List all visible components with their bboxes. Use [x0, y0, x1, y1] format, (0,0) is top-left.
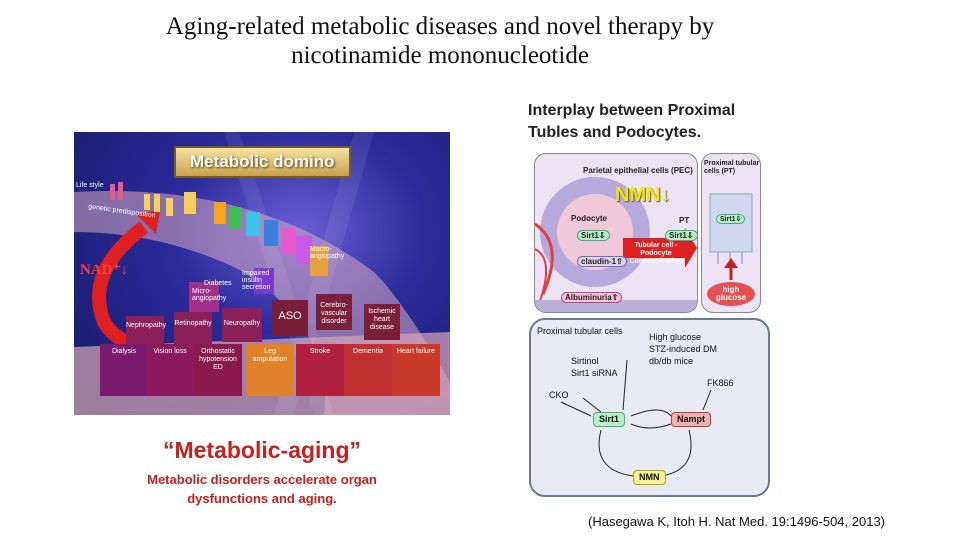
- pt-label: PT: [679, 216, 690, 225]
- condition-dbdb: db/db mice: [649, 356, 694, 366]
- interplay-line-2: Tubles and Podocytes.: [528, 124, 702, 141]
- dementia-domino: Dementia: [344, 344, 392, 396]
- pt-sirt1-pill: Sirt1⇩: [716, 214, 746, 224]
- heart-failure-domino: Heart failure: [392, 344, 440, 396]
- cko-label: CKO: [549, 390, 569, 400]
- nad-decrease-label: NAD⁺↓: [80, 262, 128, 278]
- metabolic-domino-figure: Metabolic domino Life style genetic pred…: [74, 132, 450, 415]
- interplay-heading: Interplay between Proximal Tubles and Po…: [528, 100, 735, 144]
- pt-panel: Proximal tubular cells (PT) Sirt1⇩ high …: [701, 153, 761, 313]
- stroke-domino: Stroke: [296, 344, 344, 396]
- metabolic-aging-caption: “Metabolic-aging”: [162, 437, 362, 463]
- interplay-line-1: Interplay between Proximal: [528, 102, 736, 119]
- sirt1-pt-pill: Sirt1⇩: [665, 230, 697, 241]
- retinopathy-domino: Retinopathy: [174, 320, 212, 327]
- condition-high-glucose: High glucose: [649, 332, 702, 342]
- pec-label: Parietal epithelial cells (PEC): [583, 166, 693, 175]
- subcaption-line-1: Metabolic disorders accelerate organ: [147, 472, 377, 487]
- cerebrovascular-domino: Cerebro-vascular disorder: [320, 302, 348, 325]
- albuminuria-pill: Albuminuria⇧: [561, 292, 623, 303]
- claudin-pill: claudin-1⇧: [577, 256, 627, 267]
- ischemic-heart-domino: Ischemic heart disease: [368, 308, 396, 331]
- diabetes-label: Diabetes: [204, 280, 232, 287]
- lifestyle-label: Life style: [76, 182, 104, 189]
- leg-amputation-domino: Leg amputation: [246, 344, 294, 396]
- nampt-node: Nampt: [671, 412, 712, 427]
- sirt1-podocyte-pill: Sirt1⇩: [577, 230, 610, 241]
- microangiopathy-label: Micro-angiopathy: [192, 288, 227, 302]
- metabolic-aging-subcaption: Metabolic disorders accelerate organ dys…: [74, 470, 450, 508]
- pathway-panel: Proximal tubular cells High glucose STZ-…: [529, 318, 770, 497]
- fk866-label: FK866: [707, 378, 734, 388]
- citation: (Hasegawa K, Itoh H. Nat Med. 19:1496-50…: [588, 514, 886, 529]
- insulin-secretion-label: Impaired insulin secretion: [242, 270, 271, 291]
- title-line-2: nicotinamide mononucleotide: [291, 42, 589, 69]
- pt-cells-label: Proximal tubular cells (PT): [704, 160, 760, 175]
- pathway-cells-label: Proximal tubular cells: [537, 326, 623, 336]
- sirtinol-label: Sirtinol: [571, 356, 599, 366]
- neuropathy-domino: Neuropathy: [223, 320, 261, 327]
- nmn-node: NMN: [633, 470, 666, 485]
- title-line-1: Aging-related metabolic diseases and nov…: [165, 13, 715, 40]
- high-glucose-label: high glucose: [715, 285, 747, 302]
- dialysis-domino: Dialysis: [100, 344, 148, 396]
- sirt1-node: Sirt1: [593, 412, 626, 427]
- pec-panel: Parietal epithelial cells (PEC) NMN↓ Pod…: [534, 153, 698, 313]
- podocyte-label: Podocyte: [571, 214, 608, 223]
- aso-domino: ASO: [278, 310, 302, 322]
- condition-stz: STZ-induced DM: [649, 344, 718, 354]
- orthostatic-domino: Orthostatic hypotension ED: [194, 344, 242, 396]
- macroangiopathy-label: Macro-angiopathy: [310, 246, 345, 260]
- domino-title: Metabolic domino: [174, 146, 351, 178]
- subcaption-line-2: dysfunctions and aging.: [187, 491, 337, 506]
- nmn-decrease-label: NMN↓: [615, 184, 671, 206]
- tubular-communication-label: Tubular cell - Podocyte Communication: [629, 242, 683, 265]
- sirt1-sirna-label: Sirt1 siRNA: [571, 368, 618, 378]
- page-title: Aging-related metabolic diseases and nov…: [90, 12, 790, 70]
- nephropathy-domino: Nephropathy: [126, 322, 167, 329]
- vision-loss-domino: Vision loss: [146, 344, 194, 396]
